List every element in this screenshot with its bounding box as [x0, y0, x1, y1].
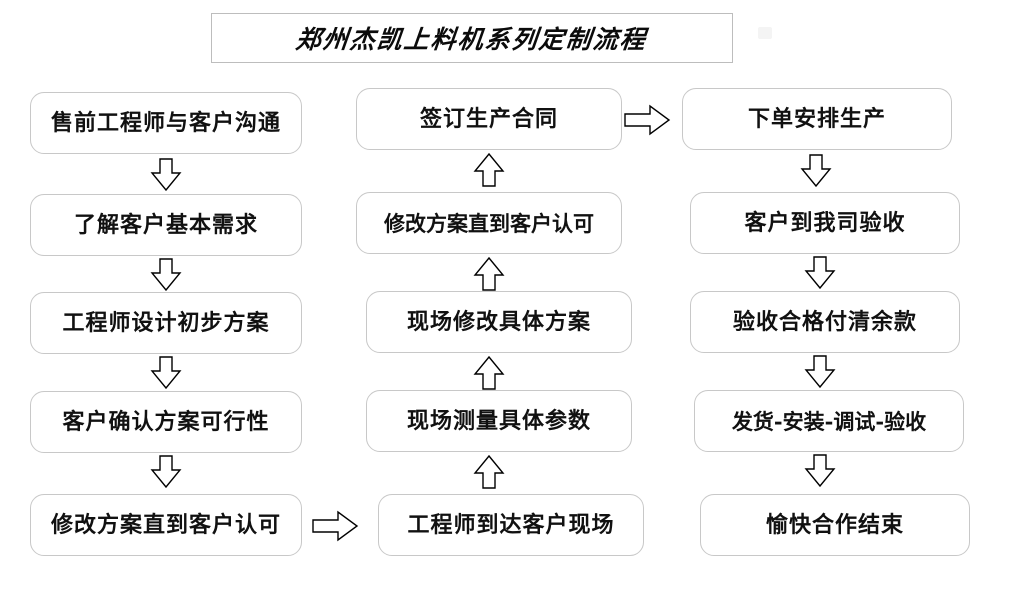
node-label: 修改方案直到客户认可 [50, 512, 281, 538]
node-label: 工程师设计初步方案 [62, 310, 270, 336]
connector-c2-to-c3 [624, 104, 674, 136]
node-label: 验收合格付清余款 [732, 309, 917, 335]
node-label: 客户确认方案可行性 [62, 409, 270, 435]
node-label: 下单安排生产 [747, 106, 886, 132]
connector-c3-r2-r3 [800, 256, 840, 290]
node-c2-r2[interactable]: 修改方案直到客户认可 [356, 192, 622, 254]
connector-c1-r1-r2 [146, 158, 186, 192]
node-label: 现场修改具体方案 [406, 309, 591, 335]
node-c2-r1[interactable]: 签订生产合同 [356, 88, 622, 150]
connector-c3-r1-r2 [796, 154, 836, 188]
connector-c2-r3-r2 [469, 256, 509, 292]
node-c3-r5[interactable]: 愉快合作结束 [700, 494, 970, 556]
node-c3-r3[interactable]: 验收合格付清余款 [690, 291, 960, 353]
connector-c3-r3-r4 [800, 355, 840, 389]
node-label: 了解客户基本需求 [73, 212, 258, 238]
node-c3-r4[interactable]: 发货-安装-调试-验收 [694, 390, 964, 452]
node-label: 工程师到达客户现场 [407, 512, 615, 538]
watermark-artifact [758, 27, 772, 39]
node-c1-r3[interactable]: 工程师设计初步方案 [30, 292, 302, 354]
connector-c2-r4-r3 [469, 355, 509, 391]
connector-c1-to-c2 [312, 510, 362, 542]
node-c3-r2[interactable]: 客户到我司验收 [690, 192, 960, 254]
node-label: 客户到我司验收 [744, 210, 906, 236]
node-c1-r5[interactable]: 修改方案直到客户认可 [30, 494, 302, 556]
node-c2-r3[interactable]: 现场修改具体方案 [366, 291, 632, 353]
node-label: 修改方案直到客户认可 [384, 210, 594, 236]
chart-title: 郑州杰凯上料机系列定制流程 [294, 25, 649, 54]
node-c1-r4[interactable]: 客户确认方案可行性 [30, 391, 302, 453]
node-c1-r2[interactable]: 了解客户基本需求 [30, 194, 302, 256]
node-c1-r1[interactable]: 售前工程师与客户沟通 [30, 92, 302, 154]
connector-c2-r5-r4 [469, 454, 509, 490]
connector-c3-r4-r5 [800, 454, 840, 488]
connector-c1-r2-r3 [146, 258, 186, 292]
node-label: 愉快合作结束 [765, 512, 904, 538]
connector-c1-r3-r4 [146, 356, 186, 390]
connector-c2-r2-r1 [469, 152, 509, 188]
node-c2-r4[interactable]: 现场测量具体参数 [366, 390, 632, 452]
node-label: 现场测量具体参数 [406, 408, 591, 434]
connector-c1-r4-r5 [146, 455, 186, 489]
node-c2-r5[interactable]: 工程师到达客户现场 [378, 494, 644, 556]
node-label: 发货-安装-调试-验收 [731, 408, 927, 434]
node-label: 签订生产合同 [419, 106, 558, 132]
node-label: 售前工程师与客户沟通 [50, 110, 281, 136]
chart-title-box: 郑州杰凯上料机系列定制流程 [211, 13, 733, 63]
node-c3-r1[interactable]: 下单安排生产 [682, 88, 952, 150]
